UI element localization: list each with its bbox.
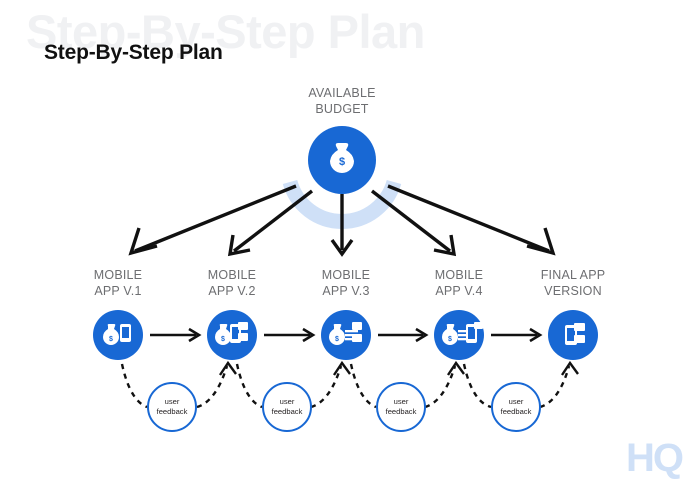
step-node-3[interactable]: $ [321, 310, 371, 360]
svg-text:$: $ [335, 336, 339, 343]
money-bag-icon: $ [330, 143, 354, 173]
feedback-circle-4 [491, 382, 541, 432]
budget-to-steps-arrows [128, 184, 556, 257]
step-caption-1: MOBILE APP V.1 [93, 268, 143, 298]
phone-window-icon [565, 323, 585, 345]
feedback-label-1: user feedback [156, 397, 188, 417]
svg-text:$: $ [109, 336, 113, 343]
svg-text:$: $ [448, 336, 452, 343]
money-bag-cash-phone-icon: $ [442, 322, 483, 345]
feedback-circles[interactable] [147, 382, 541, 432]
feedback-arrowheads [219, 360, 579, 376]
feedback-circle-2 [262, 382, 312, 432]
step-caption-2: MOBILE APP V.2 [207, 268, 257, 298]
money-bag-cash-window-icon: $ [329, 322, 362, 345]
feedback-label-2: user feedback [271, 397, 303, 417]
hq-logo: HQ [626, 436, 684, 480]
feedback-label-3: user feedback [385, 397, 417, 417]
money-bag-phone-icon: $ [103, 324, 131, 345]
feedback-circle-1 [147, 382, 197, 432]
step-caption-5: FINAL APP VERSION [540, 268, 606, 298]
step-caption-4: MOBILE APP V.4 [434, 268, 484, 298]
feedback-loops [120, 363, 571, 409]
feedback-circle-3 [376, 382, 426, 432]
svg-text:$: $ [339, 156, 345, 168]
money-bag-phone-window-icon: $ [215, 322, 248, 345]
step-node-1[interactable]: $ [93, 310, 143, 360]
step-node-5[interactable] [548, 310, 598, 360]
step-node-2[interactable]: $ [207, 310, 257, 360]
budget-node[interactable]: $ [308, 126, 376, 194]
page-title: Step-By-Step Plan [44, 41, 223, 64]
step-caption-3: MOBILE APP V.3 [321, 268, 371, 298]
budget-caption: AVAILABLE BUDGET [308, 86, 376, 116]
svg-text:$: $ [221, 336, 225, 343]
ghost-title: Step-By-Step Plan [26, 5, 425, 58]
feedback-label-4: user feedback [500, 397, 532, 417]
step-node-4[interactable]: $ [434, 310, 484, 360]
step-progress-arrows [150, 327, 543, 343]
